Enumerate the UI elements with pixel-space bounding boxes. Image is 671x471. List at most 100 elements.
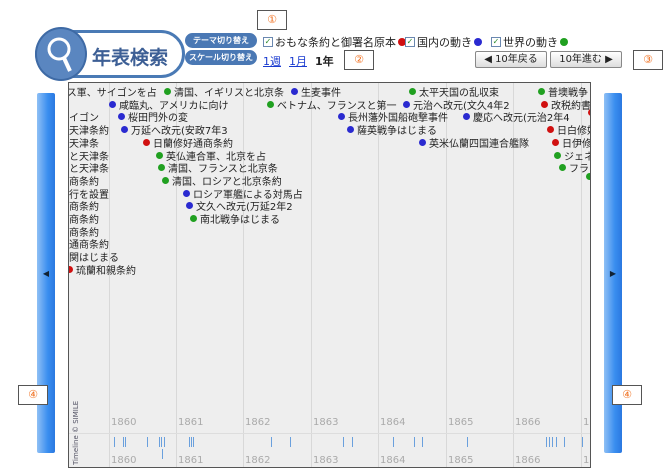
green-dot-icon	[409, 88, 416, 95]
overview-tick	[564, 437, 565, 447]
timeline-event[interactable]: 咸臨丸、アメリカに向け	[109, 97, 229, 112]
event-label: 商条約	[69, 215, 99, 226]
red-dot-icon	[69, 265, 73, 273]
timeline-event[interactable]: 天津条約	[69, 122, 109, 137]
scale-switch-button[interactable]: スケール切り替え	[185, 50, 257, 65]
blue-dot-icon	[463, 113, 470, 121]
event-label: 文久へ改元(万延2年2	[196, 202, 293, 214]
grid-line	[311, 83, 312, 467]
scale-month-link[interactable]: 1月	[289, 55, 307, 68]
year-label: 1864	[380, 417, 406, 428]
event-label: フラン	[569, 164, 590, 176]
timeline-event[interactable]: 生麦事件	[291, 84, 341, 99]
timeline-event[interactable]: 南北戦争はじまる	[190, 211, 280, 226]
timeline-event[interactable]: 清国、フランスと北京条	[158, 160, 278, 175]
timeline-event[interactable]: 商条約	[69, 173, 99, 188]
timeline-event[interactable]: 日蘭修好通商条約	[143, 135, 233, 150]
timeline-event[interactable]: 長州藩外国船砲撃事件	[338, 109, 448, 124]
timeline-event[interactable]: フラン	[559, 160, 590, 176]
event-label: 日白修好	[557, 126, 590, 138]
overview-tick	[125, 437, 126, 447]
green-dot-icon	[190, 215, 197, 222]
timeline-event[interactable]: 慶応へ改元(元治2年4	[463, 109, 570, 124]
timeline-event[interactable]: 日白修好	[547, 122, 590, 138]
red-dot-icon	[398, 38, 406, 46]
red-dot-icon	[552, 138, 559, 146]
forward-10-years-button[interactable]: 10年進む ▶	[550, 51, 622, 68]
timeline-event[interactable]: 商条約	[69, 198, 99, 213]
blue-dot-icon	[403, 100, 410, 108]
timeline-event[interactable]: 商条約	[69, 211, 99, 226]
timeline-event[interactable]: 商条約	[69, 224, 99, 239]
theme-checkbox-world[interactable]: ✓世界の動き	[491, 34, 568, 50]
timeline-event[interactable]: ベトナム、フランスと第一	[267, 97, 397, 112]
scale-year-current: 1年	[315, 55, 334, 68]
timeline-event[interactable]: 英仏連合軍、北京を占	[156, 148, 266, 163]
year-label: 1863	[313, 455, 339, 466]
timeline-event[interactable]: と天津条	[69, 148, 109, 163]
event-label: 清国、フランスと北京条	[168, 164, 278, 176]
timeline-event[interactable]: 普墺戦争	[538, 84, 588, 99]
green-dot-icon	[559, 164, 566, 172]
timeline-event[interactable]: 日伊修	[552, 135, 591, 150]
theme-checkbox-domestic[interactable]: ✓国内の動き	[405, 34, 482, 50]
blue-dot-icon	[109, 100, 116, 108]
timeline-event[interactable]: 桜田門外の変	[118, 109, 188, 124]
checkbox[interactable]: ✓	[491, 37, 501, 47]
timeline-event[interactable]: ロシア軍艦による対馬占	[183, 186, 303, 201]
timeline-event[interactable]: 元治へ改元(文久4年2	[403, 97, 510, 112]
back-10-years-button[interactable]: ◀ 10年戻る	[475, 51, 547, 68]
event-label: イゴン	[69, 113, 99, 125]
timeline-event[interactable]: 天津条	[69, 135, 99, 150]
year-label: 1864	[380, 455, 406, 466]
scale-week-link[interactable]: 1週	[263, 55, 281, 68]
scroll-right-bar[interactable]: ▶	[604, 93, 622, 453]
timeline-event[interactable]: 改税約書	[541, 97, 590, 112]
blue-dot-icon	[183, 189, 190, 197]
timeline-event[interactable]	[586, 172, 590, 180]
event-label: 日伊修	[562, 138, 591, 150]
overview-tick	[414, 437, 415, 447]
timeline[interactable]: Timeline © SIMILE 1860186018611861186218…	[68, 82, 591, 468]
timeline-event[interactable]: 薩英戦争はじまる	[347, 122, 437, 137]
overview-tick	[290, 437, 291, 447]
overview-tick	[422, 437, 423, 447]
checkbox[interactable]: ✓	[263, 37, 273, 47]
overview-tick	[556, 437, 557, 447]
magnifier-icon	[35, 27, 87, 81]
blue-dot-icon	[121, 126, 128, 134]
timeline-event[interactable]: 清国、ロシアと北京条約	[162, 173, 282, 188]
event-label: 慶応へ改元(元治2年4	[473, 113, 570, 125]
grid-line	[176, 83, 177, 467]
scroll-left-bar[interactable]: ◀	[37, 93, 55, 453]
overview-tick	[582, 437, 583, 447]
timeline-event[interactable]: イゴン	[69, 109, 99, 124]
timeline-event[interactable]	[588, 109, 590, 117]
green-dot-icon	[554, 151, 561, 159]
red-dot-icon	[143, 138, 150, 146]
timeline-event[interactable]: ンス軍、サイゴンを占	[69, 84, 157, 99]
overview-tick	[164, 437, 165, 447]
event-label: 商条約	[69, 176, 99, 188]
event-label: 天津条約	[69, 126, 109, 138]
theme-switch-button[interactable]: テーマ切り替え	[185, 33, 257, 48]
timeline-event[interactable]: 文久へ改元(万延2年2	[186, 198, 293, 213]
timeline-event[interactable]: 琉蘭和親条約	[69, 262, 136, 277]
annotation-1: ①	[257, 10, 287, 30]
timeline-event[interactable]: 英米仏蘭四国連合艦隊	[419, 135, 529, 150]
overview-tick	[147, 437, 148, 447]
overview-tick	[161, 437, 162, 447]
timeline-event[interactable]: 清国、イギリスと北京条	[164, 84, 284, 99]
timeline-event[interactable]: 太平天国の乱収束	[409, 84, 499, 99]
timeline-event[interactable]: 通商条約	[69, 236, 109, 251]
timeline-event[interactable]: ジェネ	[554, 148, 590, 163]
timeline-event[interactable]: と天津条	[69, 160, 109, 175]
event-label: 太平天国の乱収束	[419, 88, 499, 99]
timeline-event[interactable]: 万延へ改元(安政7年3	[121, 122, 228, 137]
event-label: ロシア軍艦による対馬占	[193, 189, 303, 201]
theme-checkbox-treaties[interactable]: ✓おもな条約と御署名原本	[263, 34, 406, 50]
timeline-event[interactable]: 関はじまる	[69, 249, 119, 264]
timeline-event[interactable]: 行を設置	[69, 186, 109, 201]
overview-tick	[159, 437, 160, 447]
checkbox[interactable]: ✓	[405, 37, 415, 47]
